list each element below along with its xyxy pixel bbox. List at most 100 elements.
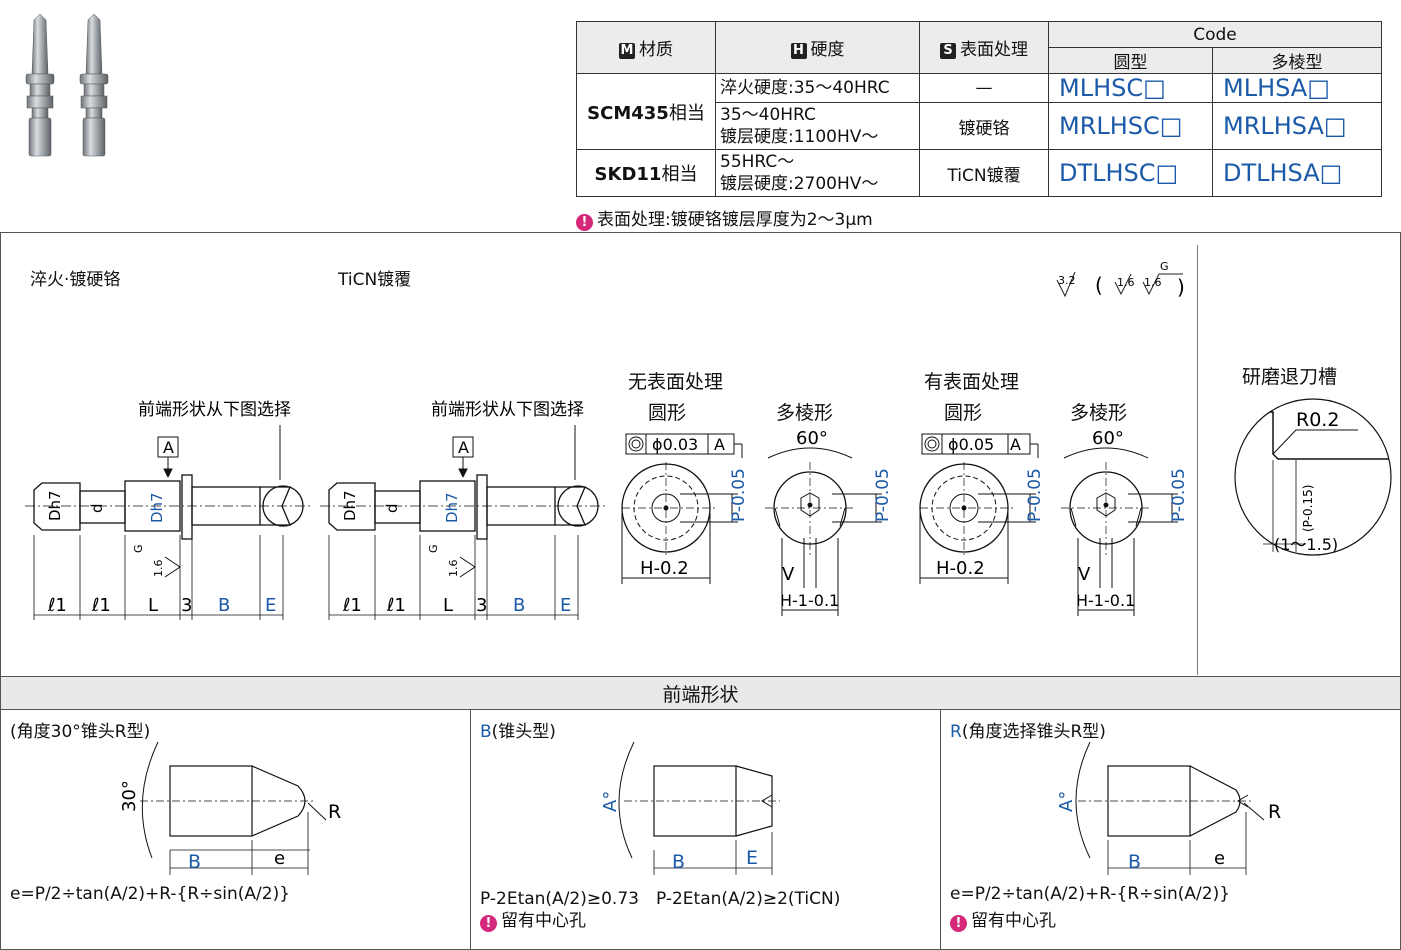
- code-cell: MLHSC□: [1048, 73, 1213, 103]
- header-code-round: 圆型: [1048, 47, 1213, 74]
- dim-l1: ℓ1: [91, 595, 111, 616]
- divider: [940, 709, 941, 950]
- dim-P: P-0.05: [1169, 468, 1189, 522]
- dim-dh7-main: Dh7: [443, 492, 461, 523]
- table-note: !表面处理:镀硬铬镀层厚度为2～3μm: [576, 205, 873, 231]
- roughness-1.6: 1.6: [447, 560, 460, 578]
- datum-A: A: [163, 438, 174, 457]
- dim-dh7-main: Dh7: [148, 492, 166, 523]
- warning-icon: !: [576, 214, 593, 231]
- label-mid: TiCN镀覆: [338, 270, 412, 290]
- G-label: G: [132, 544, 145, 553]
- dim-R: R: [1268, 801, 1281, 823]
- polygon-title: 多棱形: [776, 402, 834, 424]
- datum-A: A: [1010, 435, 1021, 454]
- panel3-note: !留有中心孔: [950, 906, 1056, 932]
- surface-cell: 镀硬铬: [919, 102, 1049, 150]
- dim-E: E: [560, 595, 571, 616]
- dim-l1: ℓ1: [386, 595, 406, 616]
- groove-P: (P-0.15): [1301, 485, 1315, 532]
- warning-icon: !: [480, 915, 497, 932]
- roughness-value: 3.2: [1058, 274, 1076, 287]
- tip-shapes-title: 前端形状: [662, 684, 739, 706]
- dim-l1: ℓ1: [47, 595, 67, 616]
- dim-3: 3: [476, 595, 487, 616]
- divider: [470, 709, 471, 950]
- table-row: SKD11相当 55HRC～镀层硬度:2700HV～ TiCN镀覆 DTLHSC…: [576, 149, 1382, 197]
- dim-dh7: Dh7: [46, 490, 64, 521]
- tip-r-drawing: A° B e R: [1056, 741, 1281, 875]
- dim-B: B: [1128, 851, 1141, 873]
- divider: [1197, 245, 1198, 675]
- panel3-title: R(角度选择锥头R型): [950, 722, 1106, 742]
- tolerance-value: ϕ0.03: [652, 435, 698, 454]
- roughness-1.6: 1.6: [1117, 276, 1135, 289]
- dim-H: H-0.2: [936, 558, 985, 579]
- code-cell: DTLHSA□: [1212, 149, 1382, 197]
- tip-r30-drawing: 30° B e R: [119, 741, 341, 875]
- round-title: 圆形: [648, 402, 687, 424]
- material-cell: SCM435相当: [576, 73, 716, 150]
- tip-select-label: 前端形状从下图选择: [138, 400, 291, 420]
- roughness-1.6: 1.6: [1144, 276, 1162, 289]
- table-row: SCM435相当 淬火硬度:35～40HRC — MLHSC□ MLHSA□: [576, 73, 1382, 150]
- dim-E: E: [265, 595, 276, 616]
- tip-b-drawing: A° B E: [600, 741, 780, 875]
- panel2-note: !留有中心孔: [480, 906, 586, 932]
- tip-select-label: 前端形状从下图选择: [431, 400, 584, 420]
- groove-range: (1～1.5): [1274, 535, 1338, 554]
- dim-l1: ℓ1: [342, 595, 362, 616]
- header-code: Code: [1048, 21, 1382, 48]
- dim-dh7: Dh7: [341, 490, 359, 521]
- hardness-cell: 淬火硬度:35～40HRC: [715, 73, 920, 103]
- with-surface-title: 有表面处理: [924, 371, 1020, 393]
- pin-drawing-left: 前端形状从下图选择 A Dh7 d Dh7 G 1.6 ℓ1 ℓ1 L 3 B …: [25, 400, 310, 620]
- dim-d: d: [88, 503, 106, 513]
- panel2-formula: P-2Etan(A/2)≥0.73 P-2Etan(A/2)≥2(TiCN): [480, 889, 841, 909]
- dim-P: P-0.05: [729, 468, 749, 522]
- panel1-title: (角度30°锥头R型): [10, 722, 151, 742]
- angle-label: 30°: [119, 780, 140, 812]
- dim-B: B: [188, 851, 201, 873]
- code-cell: MRLHSC□: [1048, 102, 1213, 150]
- dim-e: e: [274, 848, 285, 869]
- code-cell: MLHSA□: [1212, 73, 1382, 103]
- code-cell: DTLHSC□: [1048, 149, 1213, 197]
- angle-60: 60°: [1092, 428, 1124, 449]
- product-photo: [25, 14, 109, 157]
- dim-L: L: [443, 595, 453, 616]
- dim-B: B: [672, 851, 685, 873]
- dim-V: V: [782, 564, 795, 585]
- no-surface-title: 无表面处理: [628, 371, 724, 393]
- panel1-formula: e=P/2÷tan(A/2)+R-{R÷sin(A/2)}: [10, 884, 291, 904]
- dim-H: H-0.2: [640, 558, 689, 579]
- panel2-title: B(锥头型): [480, 722, 556, 742]
- groove-R: R0.2: [1296, 409, 1339, 431]
- pin-drawing-mid: 前端形状从下图选择 A Dh7 d Dh7 G 1.6 ℓ1 ℓ1 L 3 B …: [320, 400, 605, 620]
- header-code-polygon: 多棱型: [1212, 47, 1382, 74]
- dim-B: B: [218, 595, 230, 616]
- dim-e: e: [1214, 848, 1225, 869]
- dim-3: 3: [181, 595, 192, 616]
- groove-detail: R0.2 (P-0.15) (1～1.5): [1234, 398, 1392, 556]
- G-label: G: [427, 544, 440, 553]
- material-cell: SKD11相当: [576, 149, 716, 197]
- angle-label: A°: [600, 791, 621, 812]
- datum-A: A: [458, 438, 469, 457]
- roughness-G: G: [1160, 260, 1169, 273]
- tip-shapes-header: [1, 677, 1400, 710]
- dim-L: L: [148, 595, 158, 616]
- label-left: 淬火·镀硬铬: [30, 270, 121, 290]
- section-views: ϕ0.03 A ϕ0.05 A 60° 60° H-0.2 H-0.2 H-1-…: [621, 428, 1189, 616]
- dim-H2: H-1-0.1: [1076, 591, 1135, 610]
- dim-P: P-0.05: [1025, 468, 1045, 522]
- angle-label: A°: [1056, 791, 1077, 812]
- surface-cell: TiCN镀覆: [919, 149, 1049, 197]
- polygon-title: 多棱形: [1070, 402, 1128, 424]
- dim-H2: H-1-0.1: [780, 591, 839, 610]
- dim-B: B: [513, 595, 525, 616]
- groove-title: 研磨退刀槽: [1242, 366, 1338, 388]
